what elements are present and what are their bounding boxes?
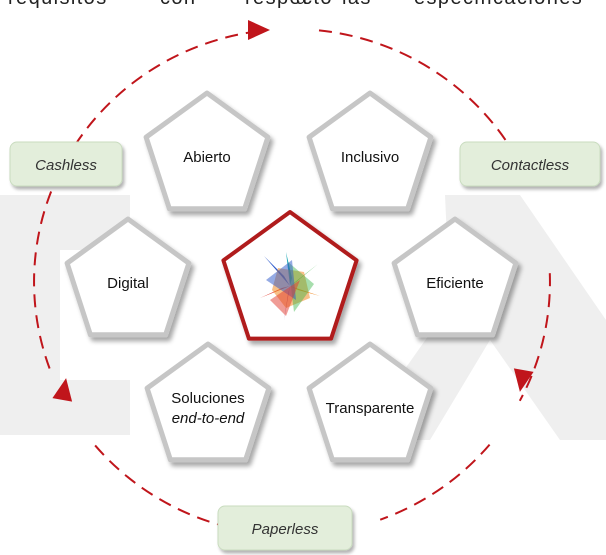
pentagon-inclusivo: Inclusivo [306, 90, 434, 212]
pentagon-abierto-label: Abierto [183, 149, 231, 166]
cycle-arrowhead [248, 20, 270, 40]
label-contactless [459, 141, 601, 187]
center-logo-icon [260, 252, 320, 320]
header-word: a [296, 0, 309, 10]
label-contactless-text: Contactless [491, 157, 570, 174]
center-pentagon [221, 210, 359, 341]
label-paperless-text: Paperless [252, 521, 319, 538]
pentagon-digital: Digital [64, 216, 192, 338]
pentagon-eficiente-label: Eficiente [426, 275, 484, 292]
label-paperless [217, 505, 353, 551]
cycle-arc [518, 273, 551, 402]
pentagon-soluciones: Soluciones end-to-end [144, 341, 272, 463]
cycle-arrowhead [513, 368, 534, 392]
cycle-arc [63, 30, 257, 164]
pentagon-soluciones-label: end-to-end [172, 410, 245, 427]
cycle-arc [33, 174, 60, 369]
pentagon-inclusivo-label: Inclusivo [341, 149, 399, 166]
label-cashless-text: Cashless [35, 157, 97, 174]
pentagon-transparente: Transparente [306, 341, 434, 463]
header-word: con [160, 0, 196, 10]
header-word: respecto [245, 0, 333, 10]
header-word: especificaciones [414, 0, 583, 10]
pentagon-transparente-label: Transparente [326, 400, 415, 417]
header-word: las [342, 0, 372, 10]
pentagon-eficiente: Eficiente [391, 216, 519, 338]
pentagon-abierto: Abierto [143, 90, 271, 212]
pentagon-soluciones-label: Soluciones [171, 390, 244, 407]
cycle-arc [379, 443, 491, 521]
label-cashless [9, 141, 123, 187]
header-word: requisitos [8, 0, 108, 10]
pentagon-digital-label: Digital [107, 275, 149, 292]
cycle-arrowhead [52, 378, 73, 402]
